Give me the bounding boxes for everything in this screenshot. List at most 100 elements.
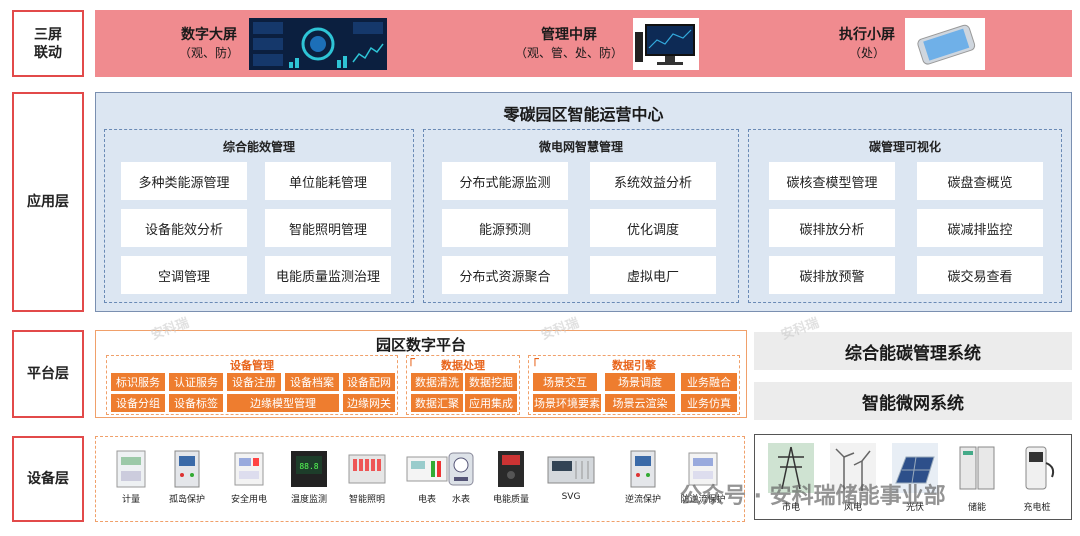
platform-item[interactable]: 边缘模型管理 bbox=[227, 394, 339, 412]
platform-item[interactable]: 业务融合 bbox=[681, 373, 737, 391]
group-title: 碳管理可视化 bbox=[868, 140, 941, 154]
charging-pile-icon bbox=[1014, 443, 1060, 493]
app-item[interactable]: 碳交易查看 bbox=[917, 256, 1043, 294]
platform-item[interactable]: 数据清洗 bbox=[411, 373, 463, 391]
app-item[interactable]: 空调管理 bbox=[121, 256, 247, 294]
layer-label-platform: 平台层 bbox=[12, 330, 84, 418]
bracket-icon: ┌ bbox=[407, 352, 415, 367]
platform-item[interactable]: 场景交互 bbox=[533, 373, 597, 391]
application-title: 零碳园区智能运营中心 bbox=[503, 105, 664, 124]
pgroup-title: 数据处理 bbox=[441, 359, 485, 372]
platform-item[interactable]: 认证服务 bbox=[169, 373, 223, 391]
layer-label-application: 应用层 bbox=[12, 92, 84, 312]
app-group-microgrid: 微电网智慧管理 分布式能源监测 系统效益分析 能源预测 优化调度 分布式资源聚合… bbox=[423, 129, 739, 303]
platform-item[interactable]: 设备注册 bbox=[227, 373, 281, 391]
screen-middle-sub: （观、管、处、防） bbox=[515, 46, 624, 60]
smartphone-icon bbox=[905, 17, 985, 70]
temperature-monitor-icon: 88.8 bbox=[291, 451, 327, 487]
pgroup-data-engine: ┌ 数据引擎 场景交互 场景调度 业务融合 场景环境要素 场景云渲染 业务仿真 bbox=[528, 352, 740, 415]
watermark: 公众号 · 安科瑞储能事业部 bbox=[680, 484, 946, 509]
screen-big: 数字大屏 （观、防） bbox=[179, 10, 388, 77]
device-item: 水表 bbox=[426, 449, 496, 505]
system-carbon-management[interactable]: 综合能碳管理系统 bbox=[754, 332, 1072, 370]
app-item[interactable]: 设备能效分析 bbox=[121, 209, 247, 247]
device-item: 防逆流保护 bbox=[668, 449, 738, 505]
group-title: 综合能效管理 bbox=[222, 140, 295, 154]
pgroup-title: 设备管理 bbox=[230, 359, 274, 372]
platform-item[interactable]: 应用集成 bbox=[465, 394, 517, 412]
anti-reverse-flow-icon bbox=[688, 452, 718, 486]
power-quality-icon bbox=[498, 451, 524, 487]
water-meter-icon bbox=[448, 452, 474, 486]
electric-meter-icon bbox=[406, 456, 448, 482]
platform-item[interactable]: 设备配网 bbox=[343, 373, 395, 391]
app-item[interactable]: 碳减排监控 bbox=[917, 209, 1043, 247]
screen-middle-name: 管理中屏 bbox=[541, 27, 597, 43]
app-item[interactable]: 虚拟电厂 bbox=[590, 256, 716, 294]
app-item[interactable]: 电能质量监测治理 bbox=[265, 256, 391, 294]
svg-text:88.8: 88.8 bbox=[299, 462, 318, 471]
island-protection-icon bbox=[174, 450, 200, 488]
smart-lighting-icon bbox=[348, 454, 386, 484]
screen-big-name: 数字大屏 bbox=[181, 27, 237, 43]
app-item[interactable]: 分布式能源监测 bbox=[442, 162, 568, 200]
device-block: 计量 孤岛保护 安全用电 88.8 温度监测 智能照明 电表 水表 电能质量 S… bbox=[95, 436, 745, 522]
energy-item: 市电 bbox=[765, 443, 817, 513]
app-item[interactable]: 能源预测 bbox=[442, 209, 568, 247]
device-item: 逆流保护 bbox=[608, 449, 678, 505]
solar-panel-icon bbox=[892, 443, 938, 493]
app-item[interactable]: 碳盘查概览 bbox=[917, 162, 1043, 200]
layer-label-device: 设备层 bbox=[12, 436, 84, 522]
screens-band: 数字大屏 （观、防） 管理中屏 （观、管、处、防） bbox=[95, 10, 1072, 77]
platform-item[interactable]: 数据汇聚 bbox=[411, 394, 463, 412]
layer-label-screens: 三屏 联动 bbox=[12, 10, 84, 77]
bracket-icon: ┌ bbox=[531, 352, 539, 367]
energy-item: 储能 bbox=[951, 443, 1003, 513]
app-item[interactable]: 多种类能源管理 bbox=[121, 162, 247, 200]
device-item: SVG bbox=[536, 449, 606, 502]
screen-small: 执行小屏 （处） bbox=[839, 10, 985, 77]
app-item[interactable]: 碳排放预警 bbox=[769, 256, 895, 294]
application-block: 零碳园区智能运营中心 综合能效管理 多种类能源管理 单位能耗管理 设备能效分析 … bbox=[95, 92, 1072, 312]
system-microgrid[interactable]: 智能微网系统 bbox=[754, 382, 1072, 420]
platform-item[interactable]: 场景云渲染 bbox=[605, 394, 675, 412]
platform-item[interactable]: 场景调度 bbox=[605, 373, 675, 391]
device-item: 孤岛保护 bbox=[152, 449, 222, 505]
app-group-energy-efficiency: 综合能效管理 多种类能源管理 单位能耗管理 设备能效分析 智能照明管理 空调管理… bbox=[104, 129, 414, 303]
app-item[interactable]: 单位能耗管理 bbox=[265, 162, 391, 200]
app-item[interactable]: 分布式资源聚合 bbox=[442, 256, 568, 294]
energy-sources-block: 市电 风电 光伏 储能 充电桩 bbox=[754, 434, 1072, 520]
pgroup-data-processing: ┌ 数据处理 数据清洗 数据挖掘 数据汇聚 应用集成 bbox=[406, 352, 520, 415]
device-item: 计量 bbox=[96, 449, 166, 505]
device-item: 电表 bbox=[392, 449, 462, 505]
app-item[interactable]: 智能照明管理 bbox=[265, 209, 391, 247]
app-item[interactable]: 系统效益分析 bbox=[590, 162, 716, 200]
app-item[interactable]: 碳核查模型管理 bbox=[769, 162, 895, 200]
power-tower-icon bbox=[768, 443, 814, 493]
platform-item[interactable]: 场景环境要素 bbox=[533, 394, 601, 412]
platform-item[interactable]: 业务仿真 bbox=[681, 394, 737, 412]
device-item: 88.8 温度监测 bbox=[274, 449, 344, 505]
pgroup-title: 数据引擎 bbox=[612, 359, 656, 372]
screen-big-sub: （观、防） bbox=[179, 46, 240, 60]
platform-item[interactable]: 边缘网关 bbox=[343, 394, 395, 412]
screen-small-name: 执行小屏 bbox=[839, 27, 895, 43]
energy-item: 充电桩 bbox=[1011, 443, 1063, 513]
platform-item[interactable]: 设备档案 bbox=[285, 373, 339, 391]
dashboard-thumbnail-icon bbox=[249, 17, 388, 70]
platform-title: 园区数字平台 bbox=[375, 336, 466, 354]
svg-compensator-icon bbox=[547, 456, 595, 484]
app-item[interactable]: 优化调度 bbox=[590, 209, 716, 247]
storage-cabinet-icon bbox=[954, 443, 1000, 493]
screen-middle: 管理中屏 （观、管、处、防） bbox=[515, 10, 700, 77]
wind-turbine-icon bbox=[830, 443, 876, 493]
app-group-carbon: 碳管理可视化 碳核查模型管理 碳盘查概览 碳排放分析 碳减排监控 碳排放预警 碳… bbox=[748, 129, 1062, 303]
device-item: 安全用电 bbox=[214, 449, 284, 505]
device-item: 电能质量 bbox=[476, 449, 546, 505]
meter-icon bbox=[116, 450, 146, 488]
platform-item[interactable]: 设备标签 bbox=[169, 394, 223, 412]
platform-item[interactable]: 设备分组 bbox=[111, 394, 165, 412]
platform-item[interactable]: 数据挖掘 bbox=[465, 373, 517, 391]
app-item[interactable]: 碳排放分析 bbox=[769, 209, 895, 247]
platform-item[interactable]: 标识服务 bbox=[111, 373, 165, 391]
